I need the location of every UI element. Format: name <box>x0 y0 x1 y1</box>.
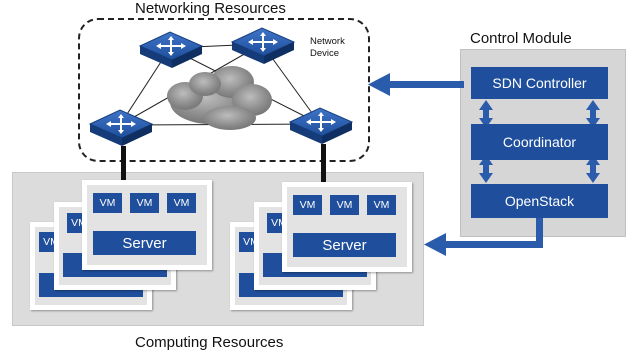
network-switch-icon <box>88 109 154 146</box>
network-device-text: Network Device <box>310 36 345 59</box>
vm-block: VM <box>130 193 159 213</box>
server-label: Server <box>93 231 196 255</box>
openstack-to-compute-arrow <box>424 218 543 256</box>
vm-block: VM <box>167 193 196 213</box>
uplink-left <box>121 146 126 182</box>
control-double-arrows <box>479 100 600 183</box>
vm-block: VM <box>367 195 396 215</box>
server-card-front: VM VM VM Server <box>282 182 412 272</box>
sdn-controller-box: SDN Controller <box>471 67 608 99</box>
computing-resources-title: Computing Resources <box>135 334 284 351</box>
sdn-to-network-arrow <box>368 73 464 96</box>
network-switch-icon <box>230 27 296 64</box>
network-device-label: Network Device <box>310 36 352 60</box>
coordinator-box: Coordinator <box>471 124 608 160</box>
network-switch-icon <box>138 31 204 68</box>
server-label: Server <box>293 233 396 257</box>
networking-resources-title: Networking Resources <box>135 0 286 17</box>
openstack-box: OpenStack <box>471 184 608 218</box>
cloud-icon <box>167 66 272 130</box>
vm-block: VM <box>93 193 122 213</box>
control-module-title: Control Module <box>470 30 572 47</box>
uplink-right <box>321 144 326 184</box>
vm-block: VM <box>330 195 359 215</box>
network-switch-icon <box>288 107 354 144</box>
server-card-front: VM VM VM Server <box>82 180 212 270</box>
vm-block: VM <box>293 195 322 215</box>
